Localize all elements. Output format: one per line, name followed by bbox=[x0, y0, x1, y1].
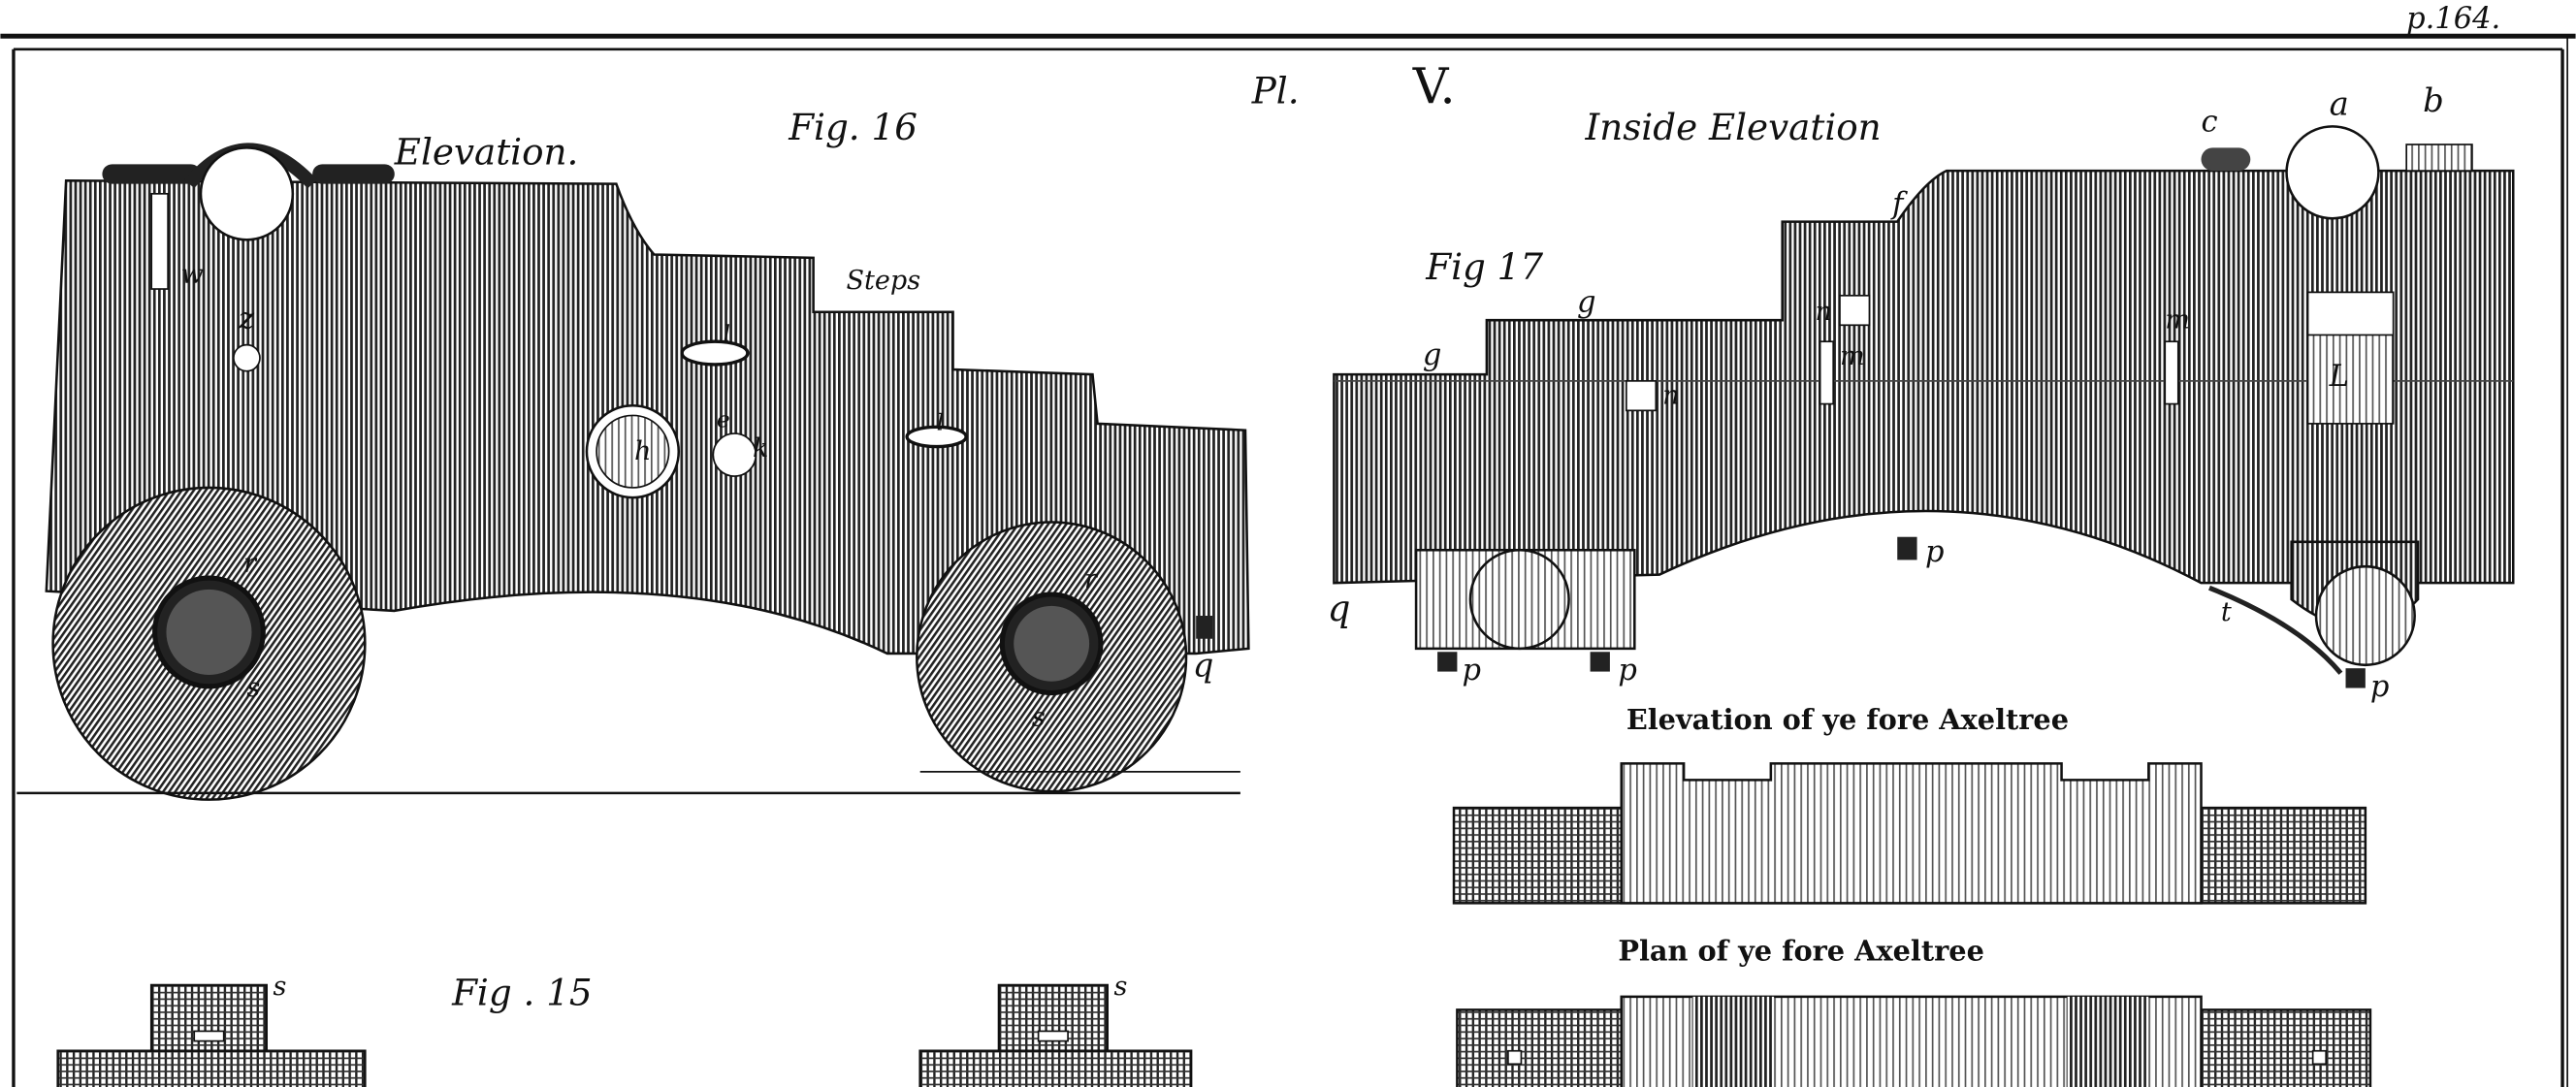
label-l2: l bbox=[937, 409, 945, 436]
fig15-label-s1: s bbox=[274, 972, 287, 1002]
plate-label: Pl. bbox=[1251, 70, 1300, 112]
label-s1: s bbox=[246, 673, 260, 703]
plate-frame bbox=[0, 33, 2576, 1087]
label-g1: g bbox=[1577, 286, 1596, 320]
steps-label: Steps bbox=[846, 266, 920, 296]
label-p3: p bbox=[1618, 654, 1637, 687]
trunnion-hole bbox=[2285, 125, 2380, 220]
page-reference: p.164. bbox=[2406, 2, 2500, 36]
label-m1: m bbox=[1840, 341, 1865, 371]
fig17-inside-elevation bbox=[1333, 125, 2515, 688]
label-q-fig16: q bbox=[1193, 647, 1214, 685]
label-e: e bbox=[717, 405, 730, 432]
axeltree-plan-title: Plan of ye fore Axeltree bbox=[1618, 935, 1984, 968]
fig15-label-s2: s bbox=[1114, 972, 1128, 1002]
fig17-label: Fig 17 bbox=[1425, 245, 1543, 288]
trunnion-hole bbox=[199, 146, 295, 241]
label-w: w bbox=[181, 259, 204, 289]
label-n2: n bbox=[1662, 381, 1679, 411]
fig15-left-axle-end bbox=[56, 983, 367, 1087]
label-g2: g bbox=[1423, 338, 1442, 372]
label-n1: n bbox=[1816, 297, 1832, 327]
fig16-label: Fig. 16 bbox=[788, 106, 918, 148]
axeltree-elevation-title: Elevation of ye fore Axeltree bbox=[1626, 703, 2069, 736]
fore-axeltree-plan bbox=[1456, 995, 2372, 1087]
label-k: k bbox=[753, 433, 768, 464]
label-c: c bbox=[2202, 105, 2218, 139]
label-m2: m bbox=[2165, 305, 2190, 336]
label-s2: s bbox=[1032, 702, 1046, 732]
label-q-fig17: q bbox=[1328, 587, 1351, 629]
label-L: L bbox=[2329, 360, 2349, 394]
label-z: z bbox=[238, 303, 255, 336]
label-h: h bbox=[634, 436, 651, 466]
label-p2: p bbox=[1462, 654, 1481, 687]
label-r2: r bbox=[1084, 564, 1099, 594]
fig15-label: Fig . 15 bbox=[451, 971, 593, 1013]
fig16-title: Elevation. bbox=[394, 130, 579, 173]
label-r1: r bbox=[243, 548, 258, 578]
label-l1: l bbox=[723, 320, 730, 347]
fig15-right-axle-end bbox=[918, 983, 1193, 1087]
carriage-inside bbox=[1333, 169, 2515, 585]
label-b: b bbox=[2423, 81, 2444, 119]
fore-wheel bbox=[916, 521, 1188, 793]
label-a: a bbox=[2330, 85, 2349, 123]
fig16-elevation bbox=[16, 143, 1250, 801]
fore-axeltree-elevation bbox=[1452, 762, 2367, 905]
label-t: t bbox=[2221, 597, 2232, 627]
label-p1: p bbox=[1925, 535, 1945, 569]
label-p4: p bbox=[2370, 670, 2390, 704]
fig17-title: Inside Elevation bbox=[1584, 106, 1881, 148]
plate-number: V. bbox=[1412, 58, 1456, 115]
rear-wheel bbox=[51, 486, 367, 801]
